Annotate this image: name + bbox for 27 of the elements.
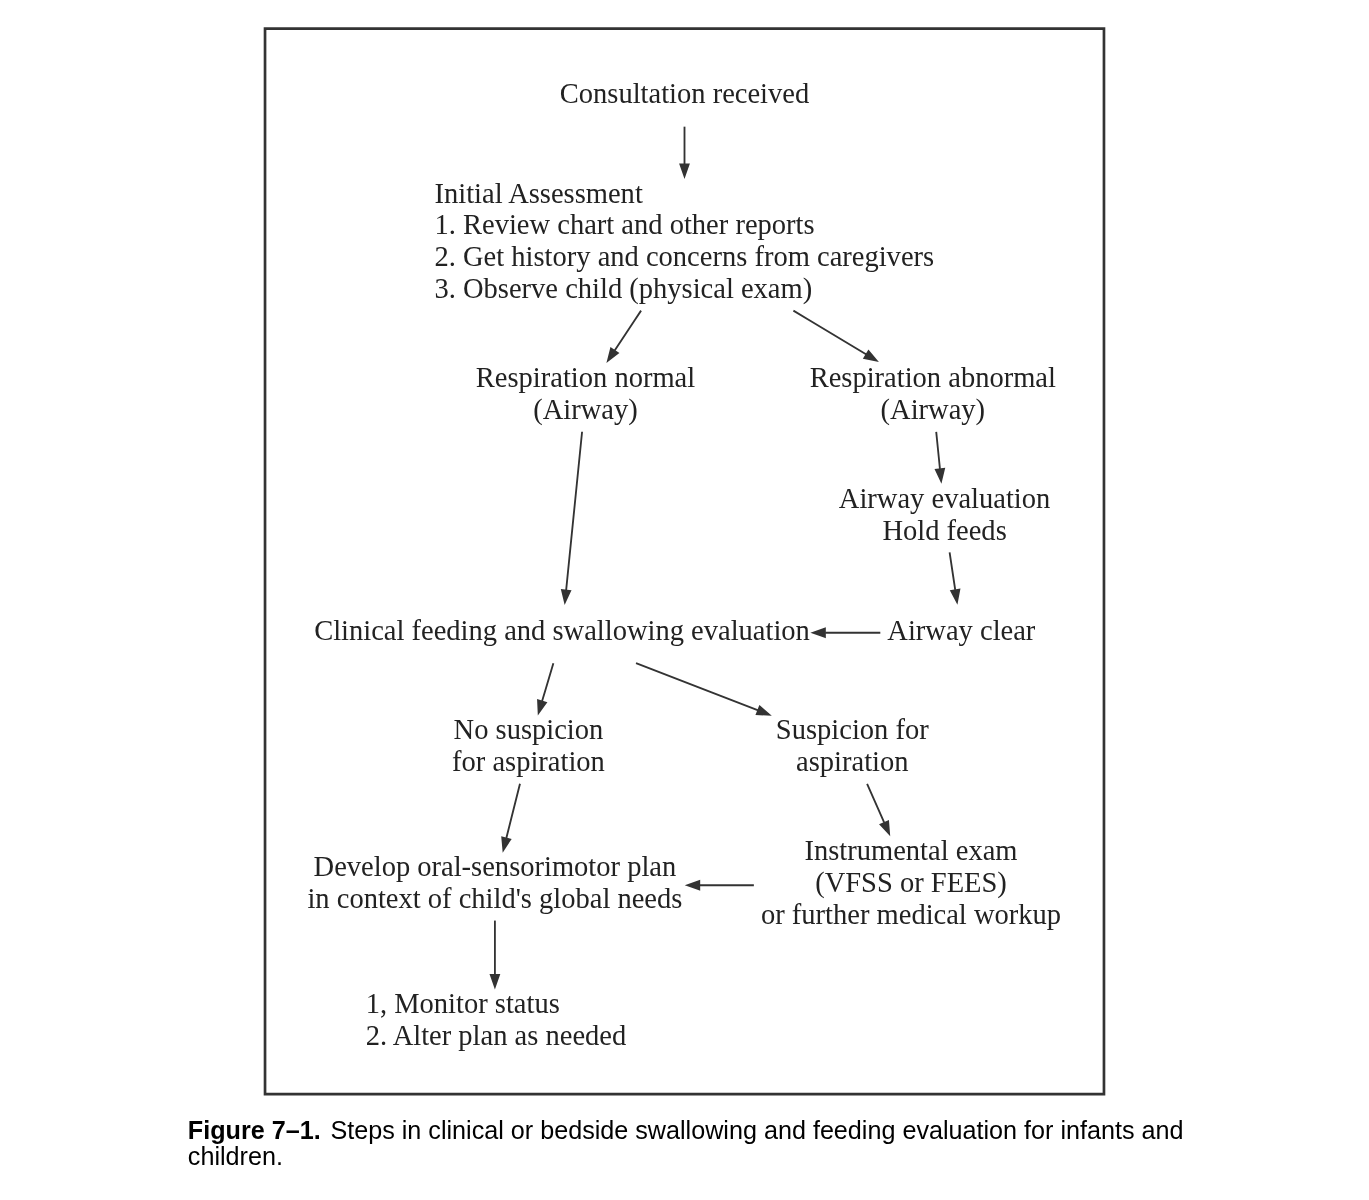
arrow <box>810 627 882 639</box>
arrow <box>948 551 961 605</box>
arrow <box>560 430 583 605</box>
node-text: Respiration abnormal (Airway) <box>809 362 1056 425</box>
node-text: 1, Monitor status 2. Alter plan as needed <box>365 987 627 1051</box>
arrow <box>934 430 946 484</box>
cluster <box>263 27 1106 1096</box>
arrow <box>537 662 555 716</box>
arrow <box>792 309 879 363</box>
arrow <box>684 879 755 891</box>
node-text: No suspicion for aspiration <box>452 714 605 778</box>
node-text: Develop oral-sensorimotor plan in context of child's global needs <box>307 851 683 915</box>
arrow <box>489 919 501 990</box>
node-text: Airway clear <box>887 614 1036 646</box>
arrow <box>679 125 690 180</box>
node-text: Instrumental exam (VFSS or FEES) or further medical workup <box>760 835 1062 930</box>
node-text: Respiration normal (Airway) <box>475 362 696 425</box>
node-text: Initial Assessment 1. Review chart and other reports 2. Get history and concerns from caregivers 3. Observe child (physical exam) <box>434 177 935 305</box>
arrow <box>635 662 772 716</box>
node-text: Clinical feeding and swallowing evaluation <box>314 614 810 646</box>
node-text: Suspicion for aspiration <box>775 714 929 778</box>
arrow <box>866 782 891 837</box>
node-text: Consultation received <box>559 77 810 109</box>
node-text: Airway evaluation Hold feeds <box>838 482 1051 546</box>
caption: Figure 7–1. Steps in clinical or bedside swallowing and feeding evaluation for infants and children. <box>187 1116 1184 1170</box>
arrow <box>501 782 521 853</box>
arrow <box>606 309 642 363</box>
